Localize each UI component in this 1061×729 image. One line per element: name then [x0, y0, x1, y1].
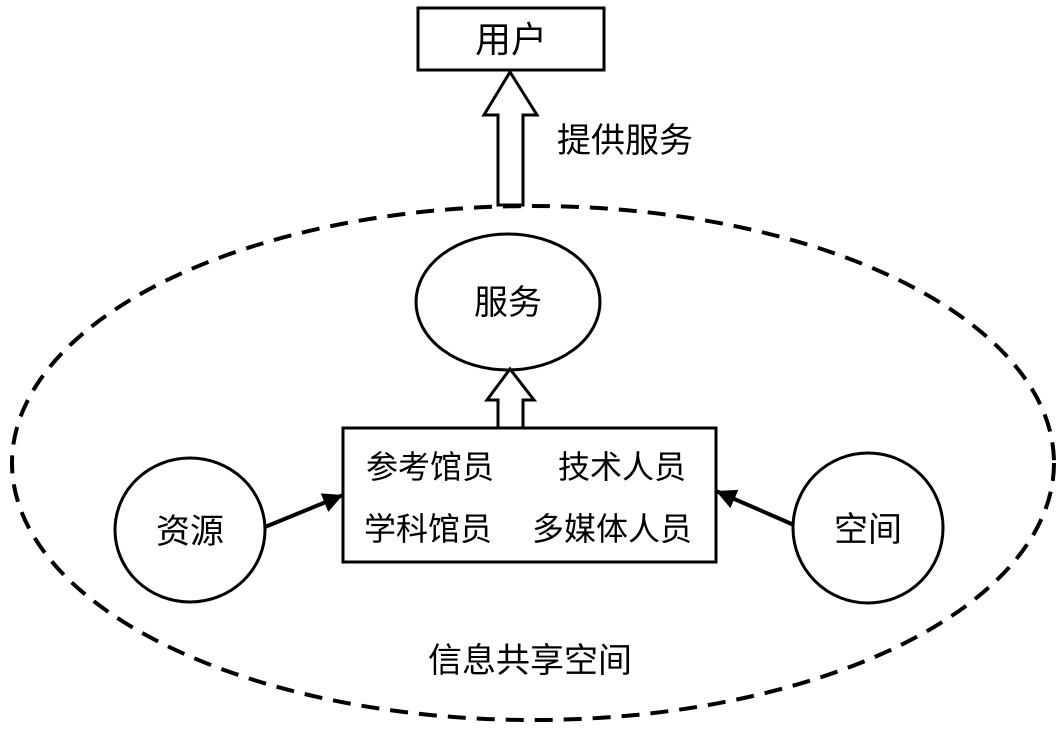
- staff-item-reference-librarian: 参考馆员: [366, 448, 494, 486]
- resource-node-label: 资源: [156, 512, 224, 552]
- staff-to-service-arrow: [484, 366, 538, 430]
- space-node-label: 空间: [834, 510, 902, 550]
- staff-item-subject-librarian: 学科馆员: [364, 510, 492, 548]
- resource-node: [113, 456, 267, 604]
- provide-service-arrow: [481, 69, 540, 207]
- resource-to-staff-arrow: [264, 493, 344, 529]
- shared-space-region-label: 信息共享空间: [428, 641, 632, 681]
- shared-space-region: [10, 204, 1056, 722]
- staff-box: [341, 426, 718, 564]
- space-to-staff-arrow: [715, 489, 795, 527]
- provide-service-label: 提供服务: [557, 121, 693, 161]
- service-node-label: 服务: [474, 283, 542, 323]
- staff-item-multimedia-staff: 多媒体人员: [532, 510, 692, 548]
- user-box: [416, 6, 606, 72]
- staff-item-technical-staff: 技术人员: [558, 448, 686, 486]
- space-node: [791, 451, 945, 605]
- user-box-label: 用户: [475, 20, 547, 61]
